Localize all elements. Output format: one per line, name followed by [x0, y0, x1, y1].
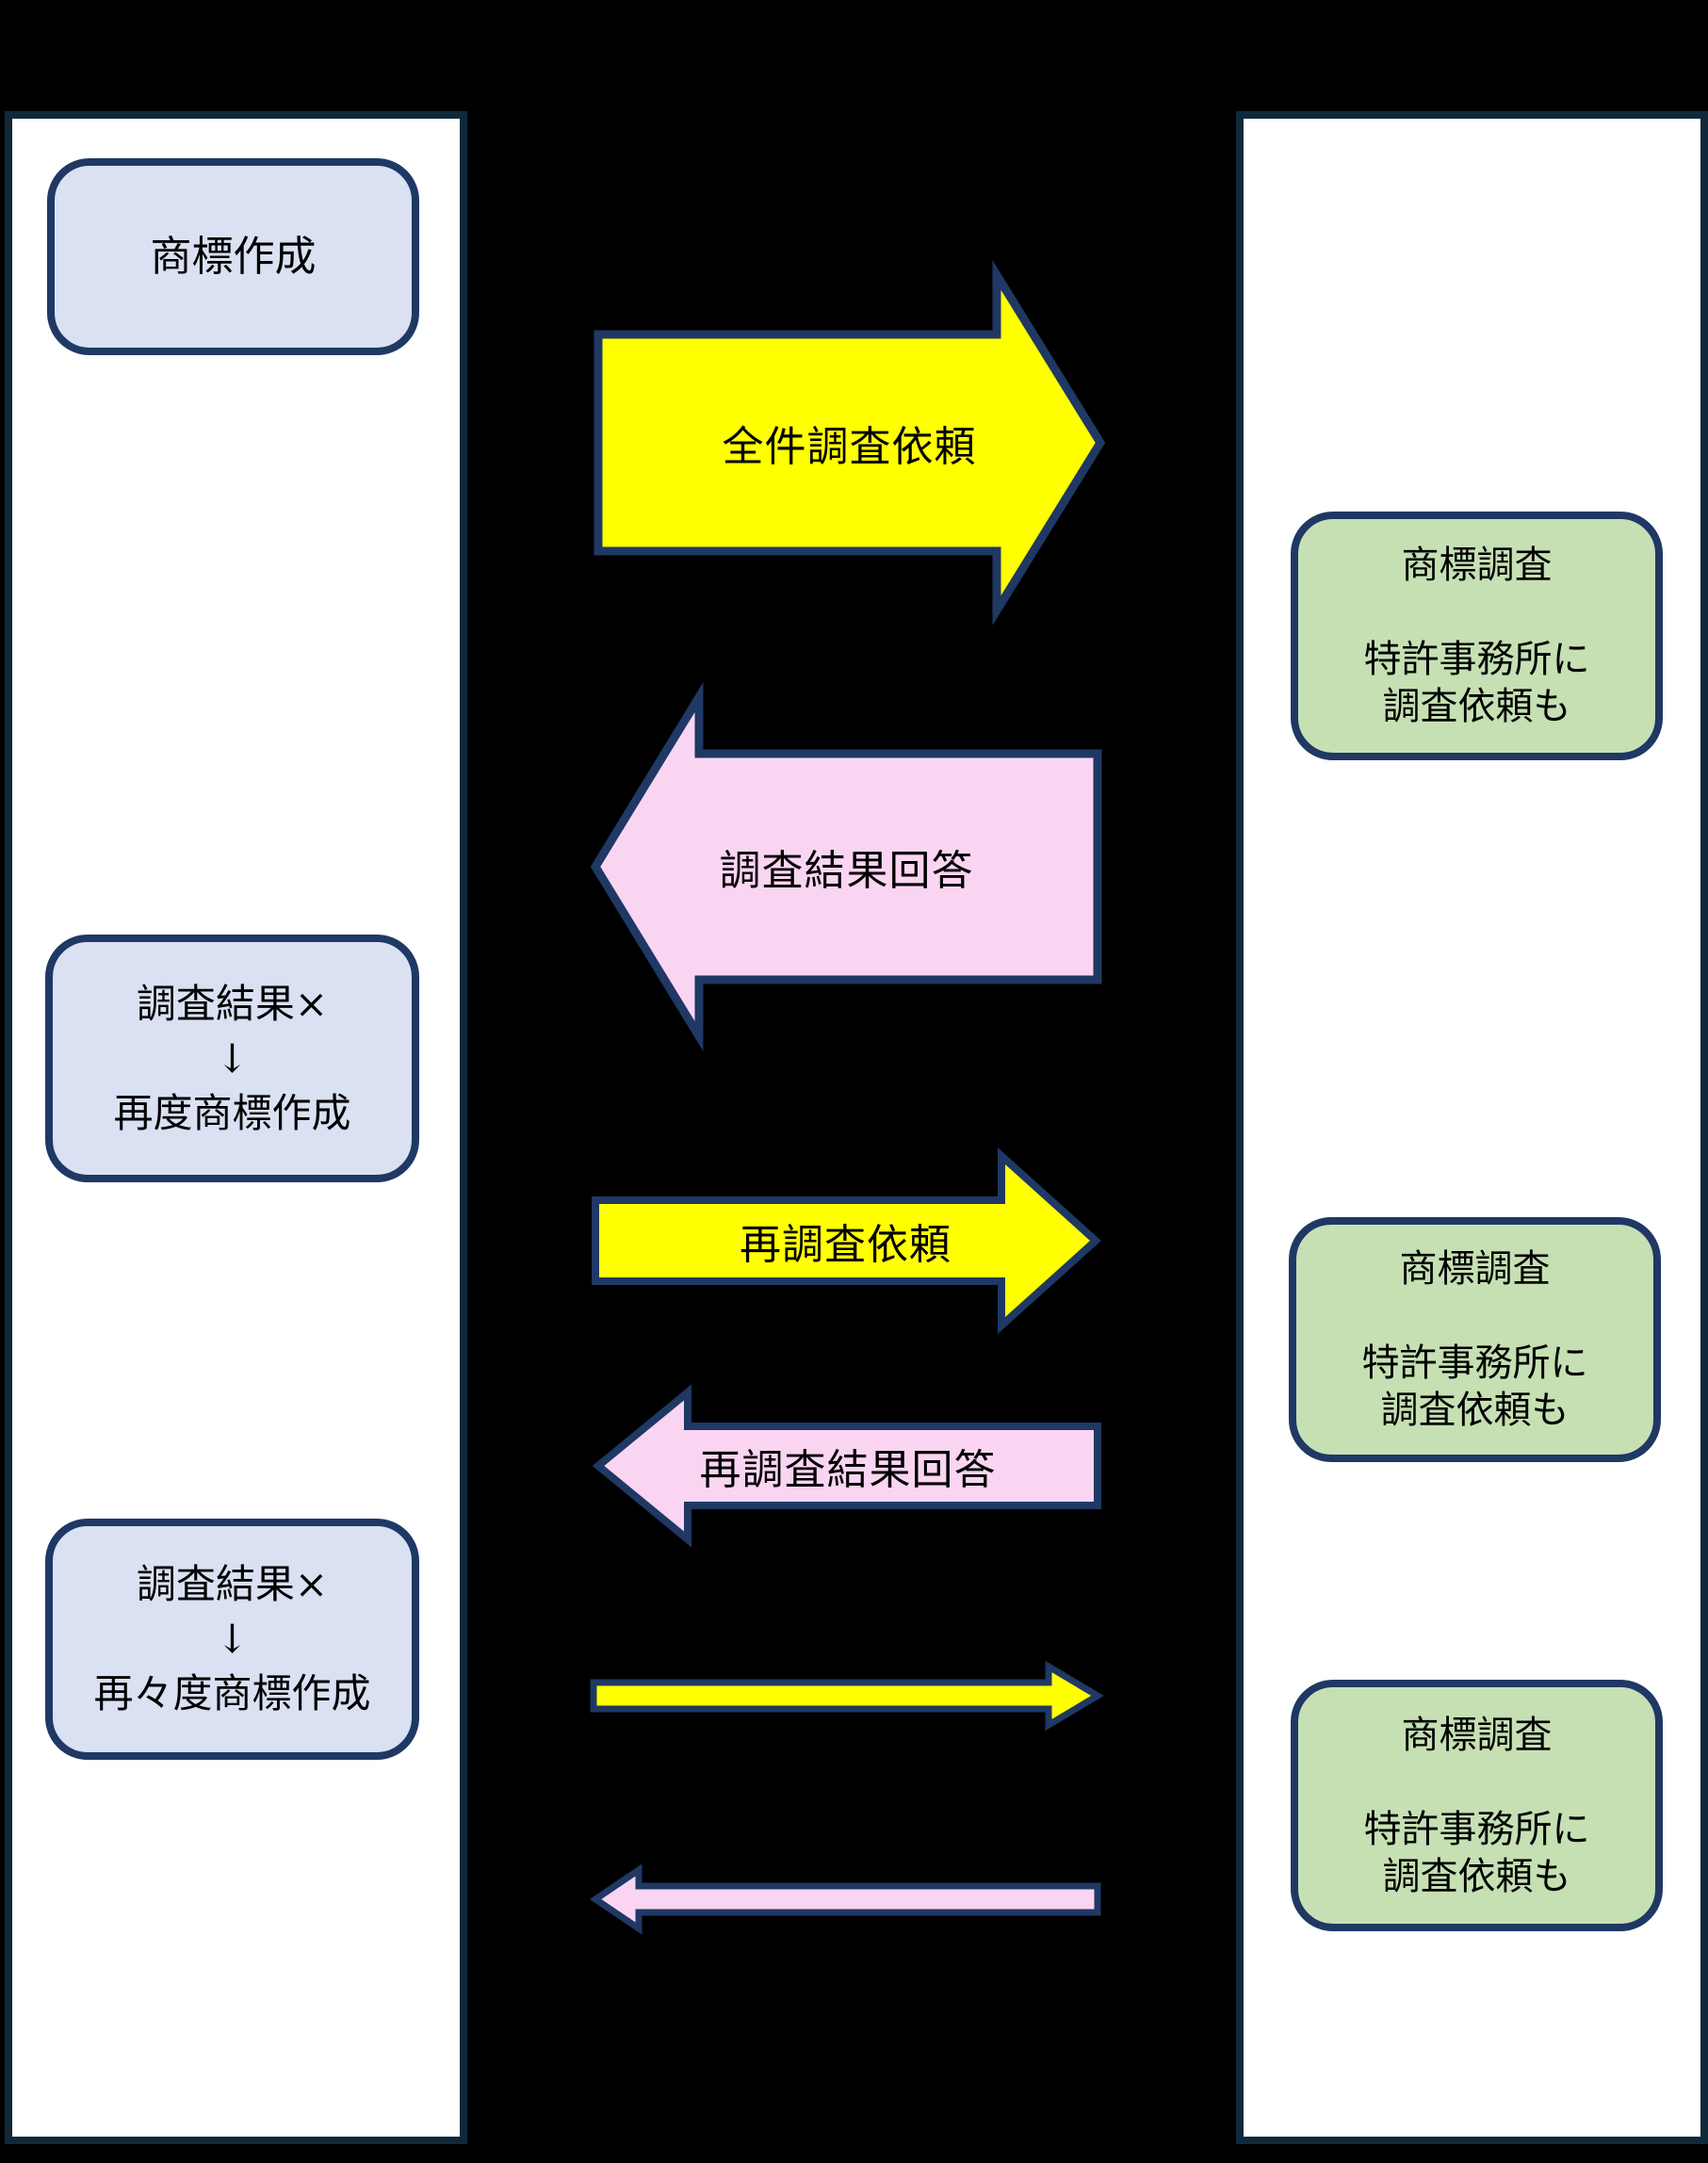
box-line: 商標作成 [150, 232, 317, 281]
box-trademark-creation: 商標作成 [47, 158, 419, 355]
box-trademark-search-2: 商標調査 特許事務所に 調査依頼も [1289, 1217, 1661, 1462]
arrow-label: 再調査結果回答 [699, 1446, 997, 1494]
box-line: 再々度商標作成 [93, 1670, 371, 1716]
box-line: 商標調査 [1401, 1713, 1553, 1757]
arrow-shape [590, 682, 1102, 1051]
box-line: 調査結果× [136, 980, 329, 1027]
arrow-request-unlabeled [590, 1660, 1104, 1732]
down-arrow-icon: ↓ [215, 1034, 250, 1082]
arrow-shape [592, 1384, 1101, 1548]
arrow-full-search-request: 全件調査依頼 [594, 260, 1106, 626]
arrow-label: 調査結果回答 [719, 847, 974, 895]
arrow-search-result-reply: 調査結果回答 [590, 682, 1102, 1051]
box-line: 再度商標作成 [113, 1089, 351, 1136]
down-arrow-icon: ↓ [215, 1616, 250, 1662]
box-result-ng-recreate-again: 調査結果× ↓ 再々度商標作成 [45, 1519, 419, 1760]
arrow-shape [590, 1660, 1104, 1732]
arrow-label: 再調査依頼 [740, 1221, 952, 1269]
box-trademark-search-3: 商標調査 特許事務所に 調査依頼も [1291, 1680, 1663, 1931]
box-line: 調査依頼も [1380, 1389, 1570, 1432]
box-result-ng-recreate: 調査結果× ↓ 再度商標作成 [45, 935, 419, 1182]
arrow-shape [594, 260, 1106, 626]
box-line: 特許事務所に [1363, 1807, 1590, 1851]
arrow-re-search-request: 再調査依頼 [592, 1147, 1101, 1334]
box-line: 調査依頼も [1382, 685, 1571, 728]
box-line: 調査依頼も [1382, 1854, 1571, 1898]
arrow-label: 全件調査依頼 [722, 423, 977, 471]
box-line: 特許事務所に [1363, 638, 1590, 681]
box-line: 商標調査 [1401, 544, 1553, 587]
arrow-shape [589, 1863, 1101, 1935]
box-line: 調査結果× [136, 1561, 329, 1607]
box-line: 商標調査 [1399, 1247, 1551, 1291]
box-trademark-search-1: 商標調査 特許事務所に 調査依頼も [1291, 512, 1663, 760]
box-line: 特許事務所に [1361, 1342, 1588, 1385]
arrow-re-search-result-reply: 再調査結果回答 [592, 1384, 1101, 1548]
arrow-reply-unlabeled [589, 1863, 1101, 1935]
arrow-shape [592, 1147, 1101, 1334]
